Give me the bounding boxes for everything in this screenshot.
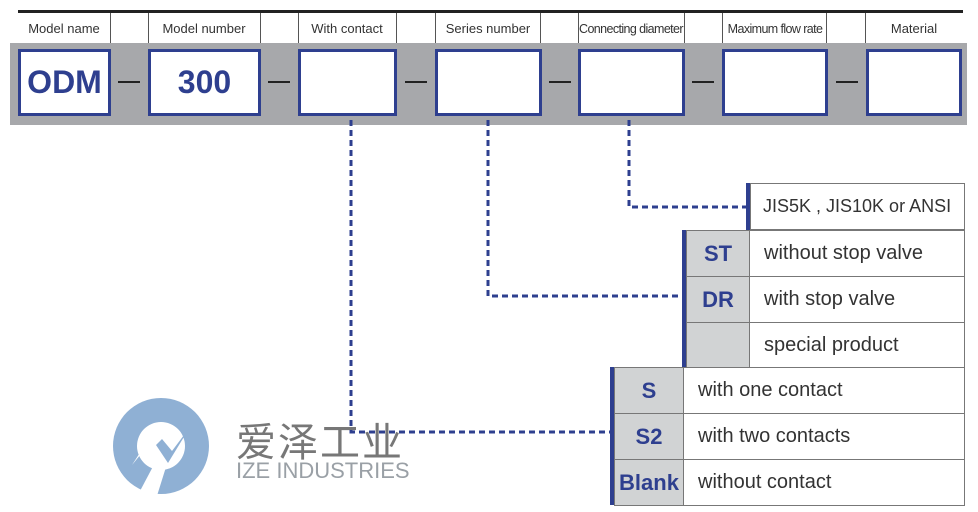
header-model-number: Model number <box>162 21 246 36</box>
header-divider <box>540 13 541 43</box>
model-name-box: ODM <box>18 49 111 116</box>
table-row: special product <box>686 322 965 369</box>
contact-desc: with two contacts <box>683 413 965 460</box>
contact-code: Blank <box>614 459 684 506</box>
header-divider <box>578 13 579 43</box>
separator-dash <box>692 81 714 83</box>
separator-dash <box>405 81 427 83</box>
ize-logo-icon <box>113 398 209 499</box>
header-material: Material <box>890 21 938 36</box>
header-divider <box>110 13 111 43</box>
header-series-number: Series number <box>445 21 531 36</box>
header-connecting-diameter: Connecting diameter <box>579 21 684 36</box>
with-contact-table: S with one contact S2 with two contacts … <box>614 367 965 506</box>
contact-code: S2 <box>614 413 684 460</box>
header-divider <box>298 13 299 43</box>
table-row: S2 with two contacts <box>614 413 965 460</box>
model-number-box: 300 <box>148 49 261 116</box>
header-divider <box>722 13 723 43</box>
series-desc: without stop valve <box>749 230 965 277</box>
header-maximum-flow-rate: Maximum flow rate <box>727 21 823 36</box>
series-number-box[interactable] <box>435 49 542 116</box>
header-divider <box>684 13 685 43</box>
table-accent-bar <box>610 367 614 505</box>
table-row: ST without stop valve <box>686 230 965 277</box>
watermark-english: IZE INDUSTRIES <box>236 458 410 483</box>
header-divider <box>435 13 436 43</box>
table-accent-bar <box>682 230 686 368</box>
table-row: DR with stop valve <box>686 276 965 323</box>
watermark-chinese: 爱泽工业 <box>236 421 404 465</box>
series-code <box>686 322 750 369</box>
contact-desc: without contact <box>683 459 965 506</box>
connecting-diameter-table: JIS5K , JIS10K or ANSI <box>750 183 965 230</box>
leader-line-connecting-diameter <box>627 120 748 209</box>
leader-line-series-number <box>486 120 683 298</box>
table-row: Blank without contact <box>614 459 965 506</box>
separator-dash <box>268 81 290 83</box>
header-with-contact: With contact <box>311 21 383 36</box>
material-box[interactable] <box>866 49 962 116</box>
header-divider <box>865 13 866 43</box>
table-row: JIS5K , JIS10K or ANSI <box>750 183 965 230</box>
series-desc: with stop valve <box>749 276 965 323</box>
series-desc: special product <box>749 322 965 369</box>
maximum-flow-rate-box[interactable] <box>722 49 828 116</box>
header-divider <box>260 13 261 43</box>
series-number-table: ST without stop valve DR with stop valve… <box>686 230 965 369</box>
header-model-name: Model name <box>28 21 100 36</box>
header-divider <box>148 13 149 43</box>
separator-dash <box>549 81 571 83</box>
table-row: S with one contact <box>614 367 965 414</box>
contact-desc: with one contact <box>683 367 965 414</box>
header-divider <box>396 13 397 43</box>
with-contact-box[interactable] <box>298 49 397 116</box>
connecting-diameter-desc: JIS5K , JIS10K or ANSI <box>750 183 965 230</box>
header-divider <box>826 13 827 43</box>
leader-line-with-contact <box>349 120 612 434</box>
contact-code: S <box>614 367 684 414</box>
separator-dash <box>118 81 140 83</box>
connecting-diameter-box[interactable] <box>578 49 685 116</box>
table-accent-bar <box>746 183 750 231</box>
series-code: DR <box>686 276 750 323</box>
series-code: ST <box>686 230 750 277</box>
separator-dash <box>836 81 858 83</box>
header-top-rule <box>18 10 963 13</box>
